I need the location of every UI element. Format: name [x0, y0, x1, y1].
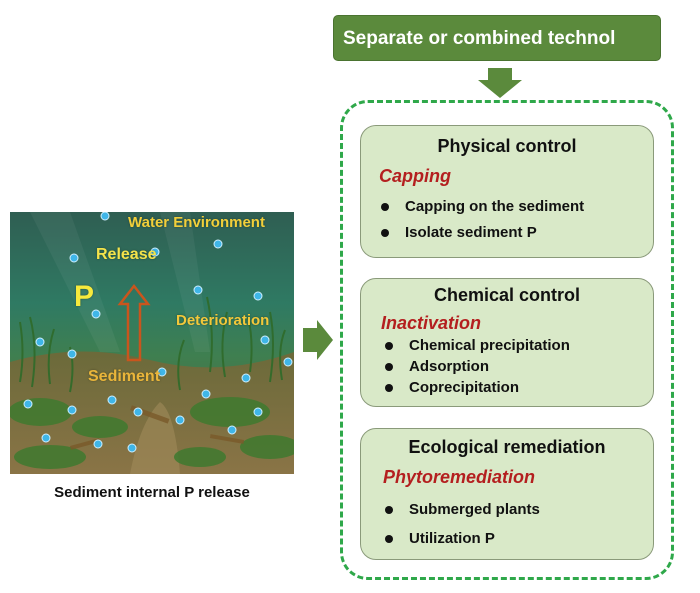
technology-header-box: Separate or combined technol: [333, 15, 661, 61]
list-item: Utilization P: [383, 530, 540, 547]
list-item: Coprecipitation: [383, 379, 570, 396]
bullet-list: Chemical precipitation Adsorption Coprec…: [383, 337, 570, 396]
card-subtitle: Inactivation: [381, 313, 482, 333]
card-subtitle: Capping: [379, 166, 451, 186]
sediment-label: Sediment: [88, 368, 161, 385]
list-item: Adsorption: [383, 358, 570, 375]
card-subtitle: Phytoremediation: [383, 467, 536, 487]
right-arrow-icon: [303, 320, 333, 360]
bullet-list: Capping on the sediment Isolate sediment…: [379, 198, 584, 241]
sediment-scene-image: Water Environment Release P Deterioratio…: [10, 212, 294, 474]
chemical-control-card: Chemical control Inactivation Chemical p…: [360, 278, 654, 407]
card-title: Ecological remediation: [408, 437, 606, 457]
bullet-list: Submerged plants Utilization P: [383, 501, 540, 547]
list-item: Chemical precipitation: [383, 337, 570, 354]
down-arrow-icon: [478, 68, 522, 98]
card-title: Physical control: [437, 136, 577, 156]
methods-container: [340, 100, 674, 580]
ecological-remediation-card: Ecological remediation Phytoremediation …: [360, 428, 654, 560]
list-item: Submerged plants: [383, 501, 540, 518]
list-item: Isolate sediment P: [379, 224, 584, 241]
deterioration-label: Deterioration: [176, 312, 270, 329]
release-label: Release: [96, 246, 157, 263]
card-title: Chemical control: [433, 285, 581, 305]
physical-control-card: Physical control Capping Capping on the …: [360, 125, 654, 258]
list-item: Capping on the sediment: [379, 198, 584, 215]
scene-caption: Sediment internal P release: [54, 484, 250, 501]
underwater-illustration: [10, 212, 294, 474]
water-environment-label: Water Environment: [128, 214, 265, 231]
phosphorus-label: P: [74, 280, 95, 313]
